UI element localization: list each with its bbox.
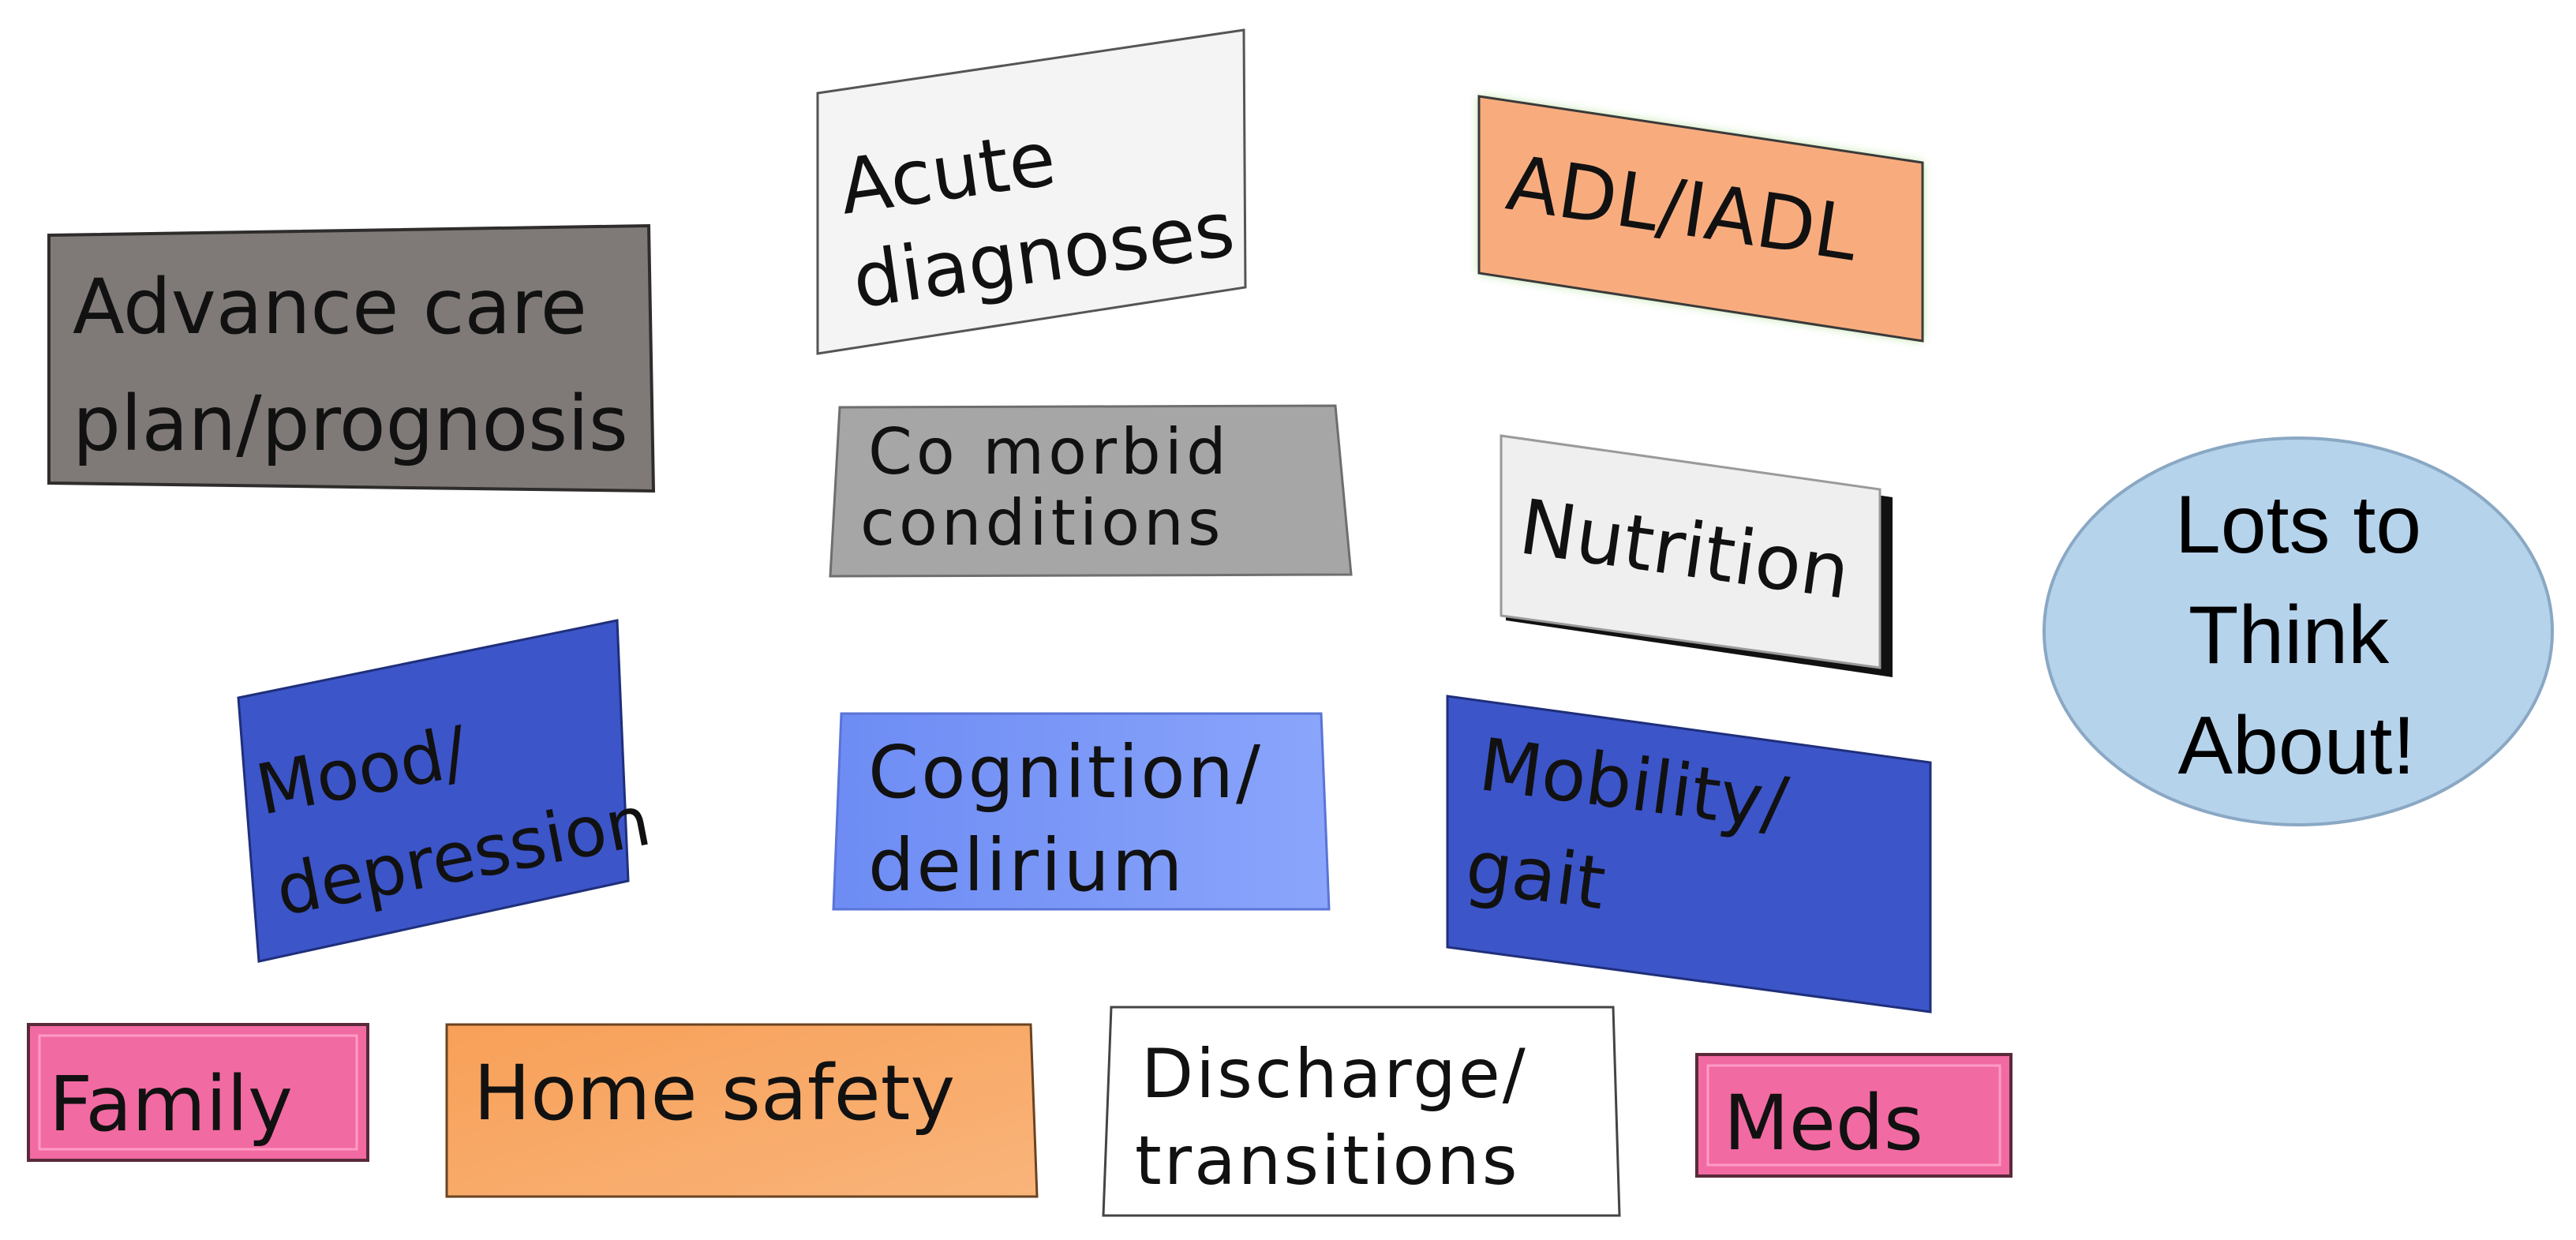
advance-care-line1: Advance care bbox=[73, 263, 587, 351]
mobility-line2: gait bbox=[1461, 824, 1610, 926]
family-box: Family bbox=[27, 1023, 369, 1162]
cognition-delirium-box: Cognition/ delirium bbox=[832, 712, 1331, 911]
callout-line1: Lots to bbox=[2175, 479, 2421, 571]
home-safety-box: Home safety bbox=[445, 1023, 1039, 1198]
meds-box: Meds bbox=[1695, 1053, 2012, 1178]
cognition-line1: Cognition/ bbox=[868, 730, 1263, 815]
nutrition-box: Nutrition bbox=[1500, 434, 1893, 677]
mood-depression-box: Mood/ depression bbox=[237, 619, 657, 963]
meds-label: Meds bbox=[1724, 1079, 1923, 1167]
home-safety-label: Home safety bbox=[474, 1049, 955, 1137]
discharge-line1: Discharge/ bbox=[1141, 1035, 1528, 1114]
acute-diagnoses-box: Acute diagnoses bbox=[816, 28, 1247, 355]
adl-iadl-box: ADL/IADL bbox=[1477, 95, 1924, 343]
advance-care-line2: plan/prognosis bbox=[73, 380, 628, 468]
comorbid-line1: Co morbid bbox=[868, 415, 1230, 489]
advance-care-plan-box: Advance care plan/prognosis bbox=[47, 223, 656, 493]
comorbid-line2: conditions bbox=[860, 486, 1225, 560]
discharge-transitions-box: Discharge/ transitions bbox=[1102, 1006, 1621, 1217]
family-label: Family bbox=[49, 1060, 293, 1148]
callout-line3: About! bbox=[2178, 700, 2416, 792]
comorbid-conditions-box: Co morbid conditions bbox=[829, 404, 1353, 578]
discharge-line2: transitions bbox=[1135, 1122, 1520, 1201]
cognition-line2: delirium bbox=[868, 823, 1185, 908]
think-about-callout: Lots to Think About! bbox=[2042, 436, 2554, 826]
mobility-gait-box: Mobility/ gait bbox=[1446, 695, 1932, 1013]
callout-line2: Think bbox=[2188, 590, 2390, 681]
